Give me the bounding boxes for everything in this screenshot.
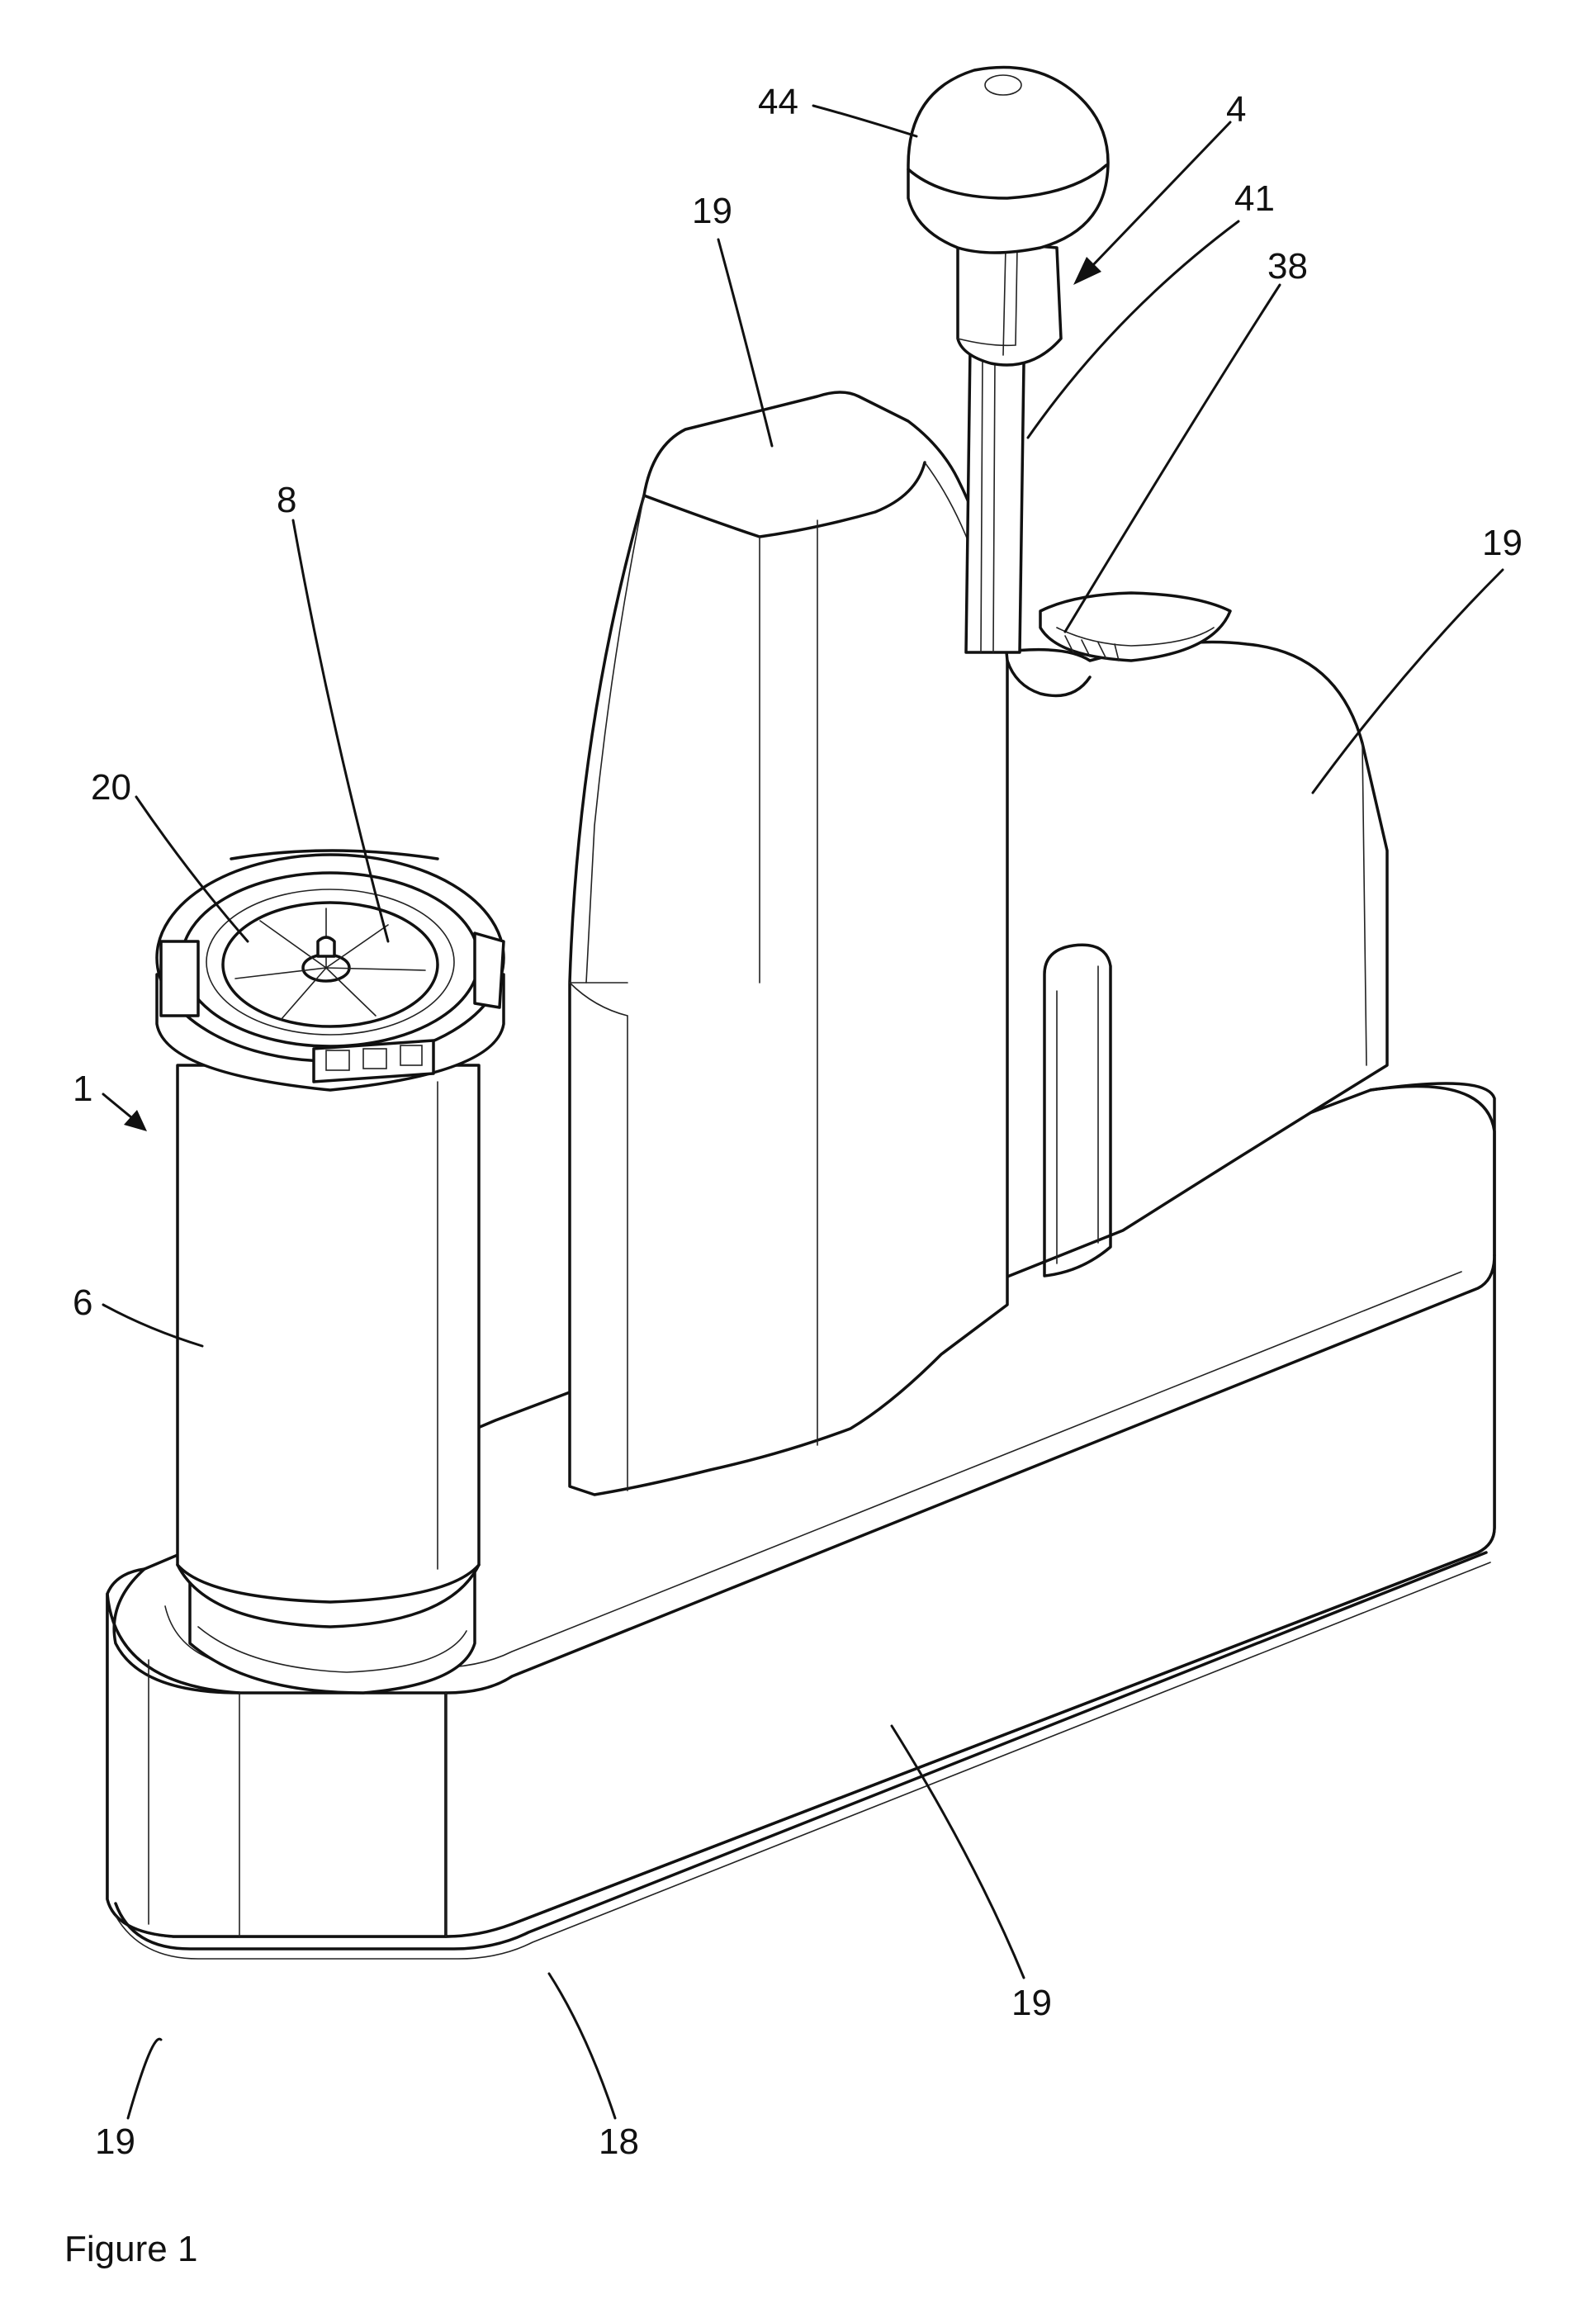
label-44: 44 bbox=[758, 82, 798, 122]
label-4: 4 bbox=[1226, 89, 1246, 130]
label-19-front: 19 bbox=[1011, 1983, 1052, 2023]
label-18: 18 bbox=[599, 2121, 639, 2162]
label-6: 6 bbox=[73, 1282, 92, 1323]
leader-18 bbox=[549, 1974, 615, 2118]
label-38: 38 bbox=[1267, 246, 1308, 287]
label-8: 8 bbox=[277, 480, 296, 520]
leader-44 bbox=[813, 106, 916, 136]
figure-caption: Figure 1 bbox=[64, 2229, 197, 2269]
cartridge bbox=[157, 851, 504, 1693]
label-19-end: 19 bbox=[95, 2121, 135, 2162]
leader-19-end bbox=[128, 2039, 161, 2118]
label-19-tower: 19 bbox=[692, 191, 732, 231]
label-19-right: 19 bbox=[1482, 523, 1523, 563]
leader-38 bbox=[1065, 285, 1280, 632]
label-20: 20 bbox=[91, 767, 131, 808]
leader-4 bbox=[1090, 122, 1230, 268]
label-1: 1 bbox=[73, 1069, 92, 1109]
label-41: 41 bbox=[1234, 178, 1275, 219]
